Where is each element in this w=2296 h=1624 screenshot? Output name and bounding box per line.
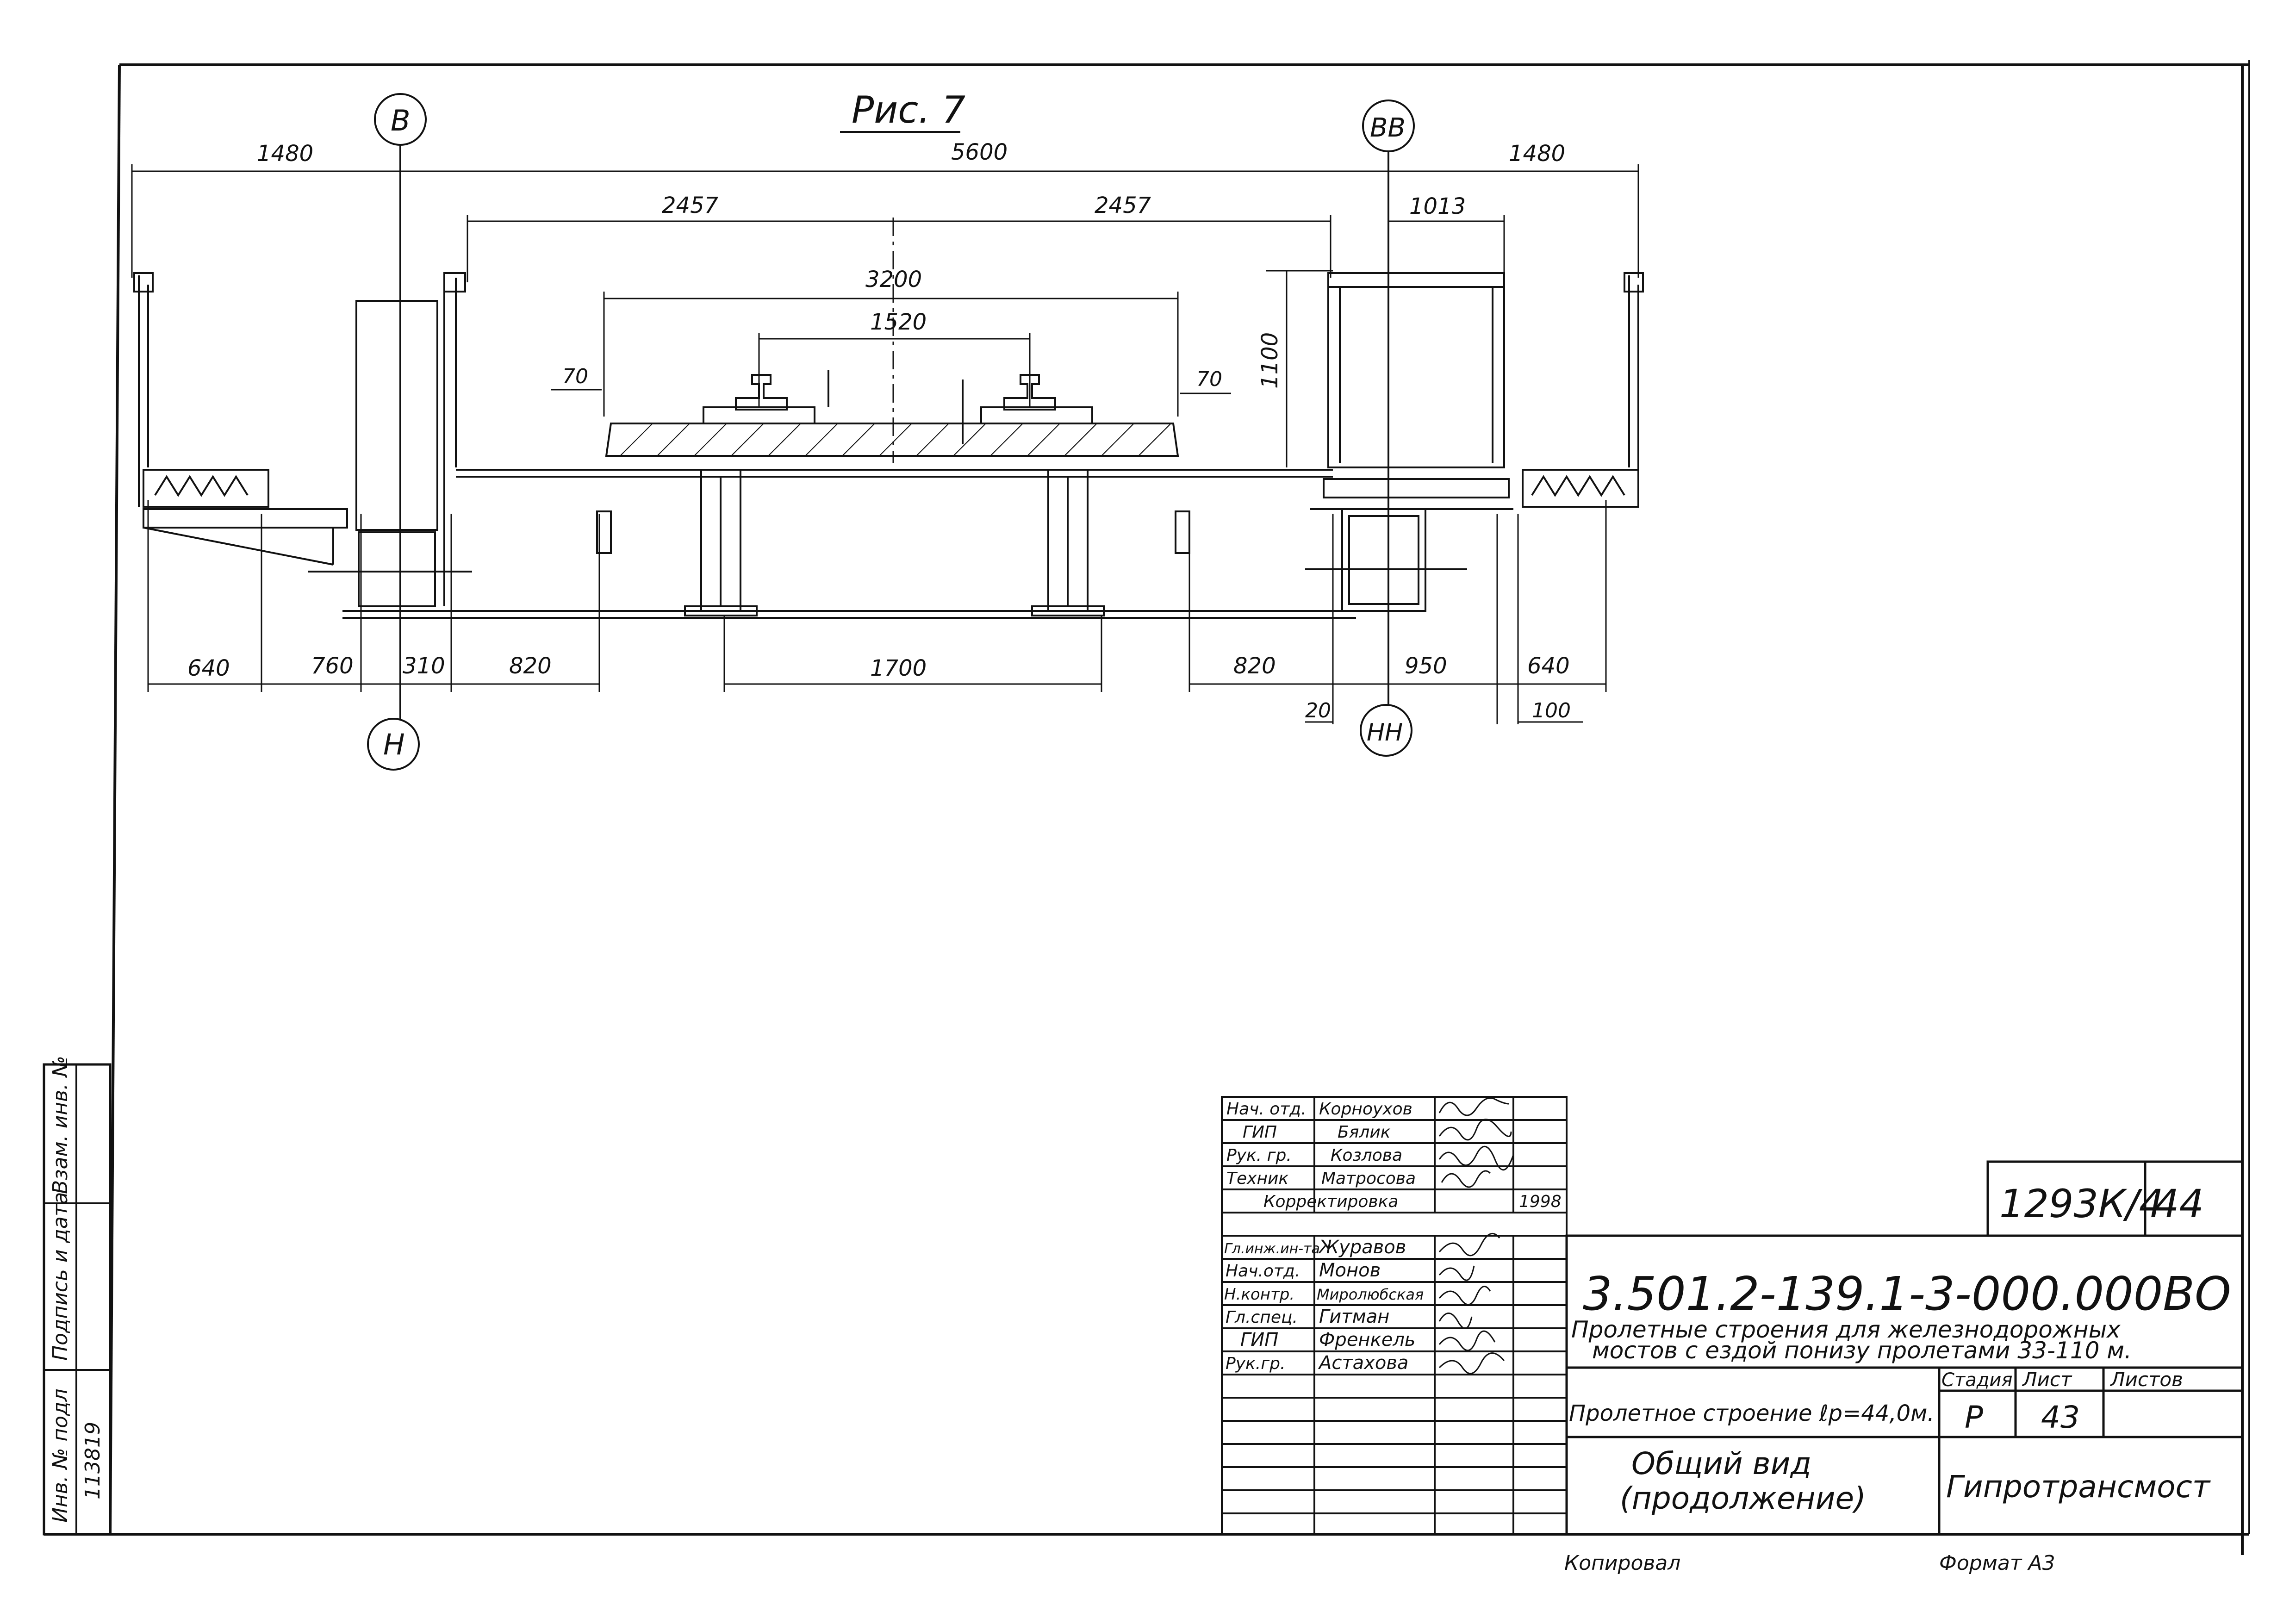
axis-centerlines (399, 145, 1389, 719)
dimension-lines (131, 164, 1639, 724)
stage-header: Стадия (1941, 1369, 2012, 1391)
svg-text:ВВ: ВВ (1370, 113, 1406, 143)
bridge-cross-section (133, 272, 1644, 619)
dim-640-left: 640 (187, 655, 230, 681)
dim-2457-left: 2457 (662, 193, 719, 218)
sheet-header: Лист (2022, 1368, 2072, 1391)
lower-role-1: Нач.отд. (1226, 1262, 1300, 1281)
footer-format-label: Формат А3 (1939, 1551, 2055, 1575)
axis-marker-bottom-left: Н (367, 718, 420, 771)
dim-950: 950 (1405, 653, 1447, 679)
dim-820-left: 820 (509, 653, 552, 679)
lower-name-3: Гитман (1319, 1306, 1389, 1327)
lower-role-2: Н.контр. (1224, 1285, 1294, 1304)
footer-copied-label: Копировал (1564, 1551, 1680, 1575)
dim-3200: 3200 (865, 267, 922, 292)
dim-1700: 1700 (870, 655, 927, 681)
side-stamp-replaced-inv: Взам. инв. № (49, 1056, 72, 1194)
description-line-1: Пролетные строения для железнодорожных (1571, 1316, 2121, 1343)
object-name: Пролетное строение ℓp=44,0м. (1569, 1400, 1935, 1426)
dim-70-left: 70 (562, 365, 588, 388)
side-stamp-signature-date: Подпись и дата (49, 1192, 72, 1361)
lower-role-5: Рук.гр. (1226, 1354, 1285, 1373)
lower-name-1: Монов (1319, 1260, 1381, 1281)
dim-760: 760 (311, 653, 354, 679)
sheet-code: 1293К/4 (1999, 1181, 2164, 1226)
title-block: Нач. отд. Корноухов ГИП Бялик Рук. гр. К… (1221, 1096, 2244, 1536)
dim-1520: 1520 (870, 309, 927, 335)
sheet-title-line-2: (продолжение) (1620, 1481, 1866, 1516)
organization-name: Гипротрансмост (1946, 1469, 2211, 1505)
lower-role-0: Гл.инж.ин-та (1224, 1241, 1320, 1257)
dim-top-left: 1480 (257, 141, 313, 167)
signatures (1438, 1097, 1514, 1375)
lower-name-2: Миролюбская (1317, 1286, 1424, 1303)
upper-role-0: Нач. отд. (1226, 1100, 1307, 1119)
upper-role-3: Техник (1226, 1169, 1288, 1188)
upper-name-2: Козлова (1331, 1146, 1402, 1165)
upper-name-0: Корноухов (1319, 1100, 1412, 1119)
dim-1100: 1100 (1257, 332, 1283, 389)
upper-role-2: Рук. гр. (1226, 1146, 1292, 1165)
dim-top-middle: 5600 (951, 139, 1008, 165)
svg-text:НН: НН (1367, 719, 1403, 747)
dim-1013: 1013 (1409, 193, 1466, 219)
dim-640-right: 640 (1527, 653, 1570, 679)
dim-2457-right: 2457 (1095, 193, 1151, 218)
lower-role-4: ГИП (1240, 1329, 1278, 1350)
correction-label: Корректировка (1263, 1192, 1398, 1211)
lower-role-3: Гл.спец. (1226, 1308, 1298, 1327)
dim-top-right: 1480 (1509, 141, 1565, 167)
lower-name-4: Френкель (1319, 1329, 1416, 1350)
figure-title: Рис. 7 (852, 88, 965, 131)
upper-name-3: Матросова (1321, 1169, 1416, 1188)
dim-820-right: 820 (1233, 653, 1276, 679)
stage-value: Р (1965, 1400, 1983, 1435)
upper-name-1: Бялик (1338, 1123, 1391, 1142)
side-stamp-inventory-number: 113819 (81, 1422, 105, 1500)
description-line-2: мостов с ездой понизу пролетами 33-110 м… (1592, 1337, 2132, 1364)
side-stamp: Взам. инв. № Подпись и дата Инв. № подл … (43, 1056, 112, 1536)
dimension-texts: 1480 5600 1480 2457 2457 1013 3200 1520 … (187, 139, 1571, 722)
sheet-number: 44 (2154, 1181, 2204, 1226)
lower-name-0: Журавов (1318, 1237, 1406, 1258)
dim-20: 20 (1305, 699, 1331, 722)
svg-text:Н: Н (383, 728, 405, 761)
side-stamp-original-inv: Инв. № подл (49, 1388, 72, 1523)
axis-marker-bottom-right: НН (1360, 704, 1412, 757)
upper-role-1: ГИП (1243, 1123, 1277, 1142)
document-code: 3.501.2-139.1-3-000.000ВО (1583, 1267, 2231, 1321)
dim-70-right: 70 (1196, 367, 1222, 391)
dim-310: 310 (403, 653, 445, 679)
sheet-title-line-1: Общий вид (1631, 1446, 1811, 1481)
dim-100: 100 (1532, 699, 1571, 722)
lower-name-5: Астахова (1318, 1352, 1408, 1374)
axis-marker-top-right: ВВ (1362, 100, 1415, 152)
axis-marker-top-left: В (374, 93, 427, 146)
sheets-header: Листов (2109, 1368, 2183, 1391)
sheet-value: 43 (2041, 1400, 2080, 1435)
svg-text:В: В (391, 104, 411, 137)
correction-year: 1998 (1519, 1192, 1562, 1211)
